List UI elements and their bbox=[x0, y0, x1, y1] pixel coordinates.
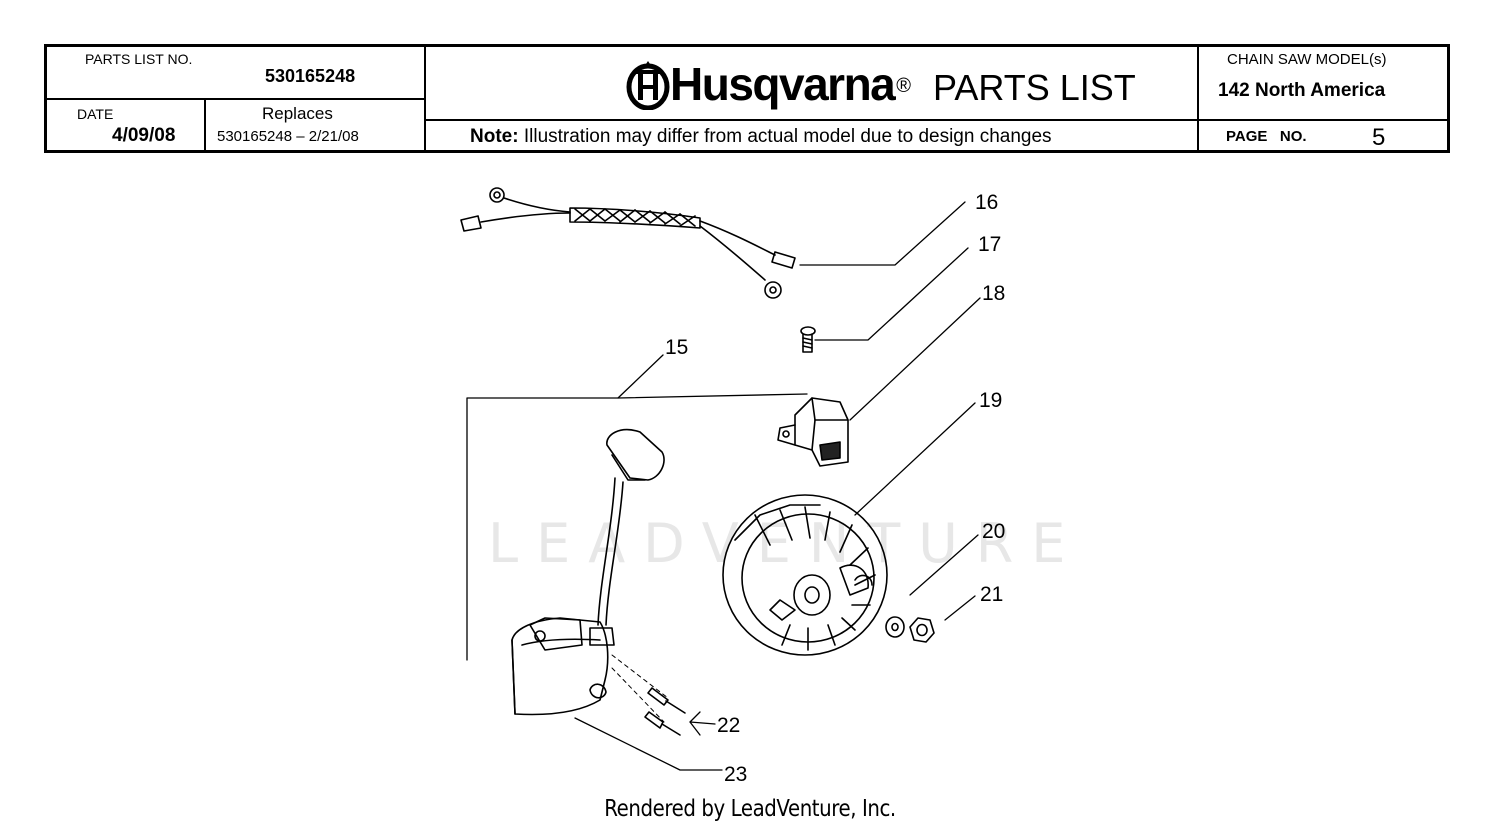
husqvarna-logo: Husqvarna ® PARTS LIST bbox=[626, 56, 1136, 112]
callout-18: 18 bbox=[982, 282, 1005, 305]
render-credit: Rendered by LeadVenture, Inc. bbox=[604, 796, 896, 822]
note-text: Illustration may differ from actual mode… bbox=[518, 126, 1052, 147]
model-value: 142 North America bbox=[1218, 80, 1386, 101]
date-label: DATE bbox=[77, 106, 114, 122]
husqvarna-crown-icon bbox=[626, 61, 670, 110]
callout-16: 16 bbox=[975, 191, 998, 214]
parts-list-no-label: PARTS LIST NO. bbox=[85, 51, 193, 67]
page-no-value: 5 bbox=[1372, 124, 1386, 151]
part-16-wire-harness bbox=[460, 187, 796, 299]
part-18-terminal bbox=[777, 397, 849, 467]
callout-21: 21 bbox=[980, 583, 1003, 606]
design-change-note: Note: Illustration may differ from actua… bbox=[470, 126, 1052, 148]
document-title: PARTS LIST bbox=[933, 67, 1136, 108]
callout-17: 17 bbox=[978, 233, 1001, 256]
model-label: CHAIN SAW MODEL(s) bbox=[1227, 51, 1387, 68]
page-no-label: PAGE NO. bbox=[1226, 128, 1307, 145]
part-20-washer bbox=[885, 616, 905, 638]
part-19-flywheel bbox=[722, 494, 888, 656]
callout-23: 23 bbox=[724, 763, 747, 786]
replaces-value: 530165248 – 2/21/08 bbox=[217, 128, 359, 145]
callout-20: 20 bbox=[982, 520, 1005, 543]
brand-name: Husqvarna bbox=[670, 58, 896, 110]
replaces-label: Replaces bbox=[262, 104, 333, 123]
note-label: Note: bbox=[470, 126, 519, 147]
brand-registered-mark: ® bbox=[896, 74, 911, 97]
part-17-screw bbox=[800, 326, 816, 353]
callout-19: 19 bbox=[979, 389, 1002, 412]
part-21-nut bbox=[909, 617, 935, 643]
part-15-ignition-module bbox=[511, 428, 665, 716]
date-value: 4/09/08 bbox=[112, 125, 176, 146]
part-22-screw-upper bbox=[647, 687, 686, 714]
callout-15: 15 bbox=[665, 336, 688, 359]
callout-22: 22 bbox=[717, 714, 740, 737]
part-22-screw-lower bbox=[644, 711, 681, 736]
parts-list-no: 530165248 bbox=[265, 66, 356, 86]
